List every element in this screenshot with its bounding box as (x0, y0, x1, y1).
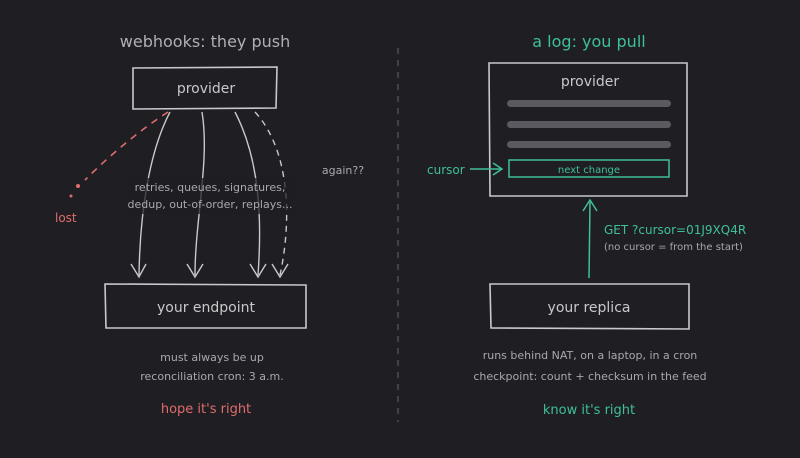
log-entry-bar (507, 121, 671, 128)
arrowhead-3 (249, 263, 267, 279)
right-note-line-1: runs behind NAT, on a laptop, in a cron (483, 349, 698, 362)
left-note-line-2: reconciliation cron: 3 a.m. (140, 370, 284, 383)
again-label: again?? (322, 164, 364, 177)
replica-label: your replica (548, 300, 631, 316)
left-verdict: hope it's right (161, 402, 251, 417)
log-entry-bar (507, 100, 671, 107)
left-provider-label: provider (177, 81, 236, 97)
arrowhead-2 (186, 263, 204, 279)
next-change-entry: next change (508, 159, 670, 178)
replica-box: your replica (489, 283, 690, 330)
right-note-line-2: checkpoint: count + checksum in the feed (473, 370, 706, 383)
right-provider-box: provider (488, 62, 688, 197)
endpoint-label: your endpoint (157, 300, 256, 316)
cursor-arrowhead (492, 162, 504, 176)
lost-dot (69, 194, 73, 198)
lost-label: lost (55, 211, 77, 225)
next-change-label: next change (558, 165, 620, 176)
arrowhead-4 (271, 263, 289, 279)
arrowhead-1 (130, 263, 147, 279)
left-title: webhooks: they push (120, 32, 290, 51)
cursor-label: cursor (427, 163, 465, 177)
annotation-line-1: retries, queues, signatures, (135, 181, 286, 194)
get-request-note: (no cursor = from the start) (604, 242, 743, 253)
pull-arrow (588, 201, 591, 279)
lost-dot (76, 184, 80, 188)
right-verdict: know it's right (543, 403, 635, 418)
right-title: a log: you pull (532, 32, 645, 51)
left-provider-box: provider (132, 66, 278, 110)
annotation-line-2: dedup, out-of-order, replays... (128, 198, 293, 211)
right-provider-label: provider (561, 74, 620, 90)
pull-arrowhead (582, 198, 598, 212)
log-entry-bar (507, 141, 671, 148)
get-request-label: GET ?cursor=01J9XQ4R (604, 223, 746, 237)
lost-delivery-path (84, 111, 169, 181)
endpoint-box: your endpoint (104, 283, 307, 329)
delivery-annotation: retries, queues, signatures, dedup, out-… (128, 178, 294, 214)
left-note-line-1: must always be up (160, 351, 264, 364)
